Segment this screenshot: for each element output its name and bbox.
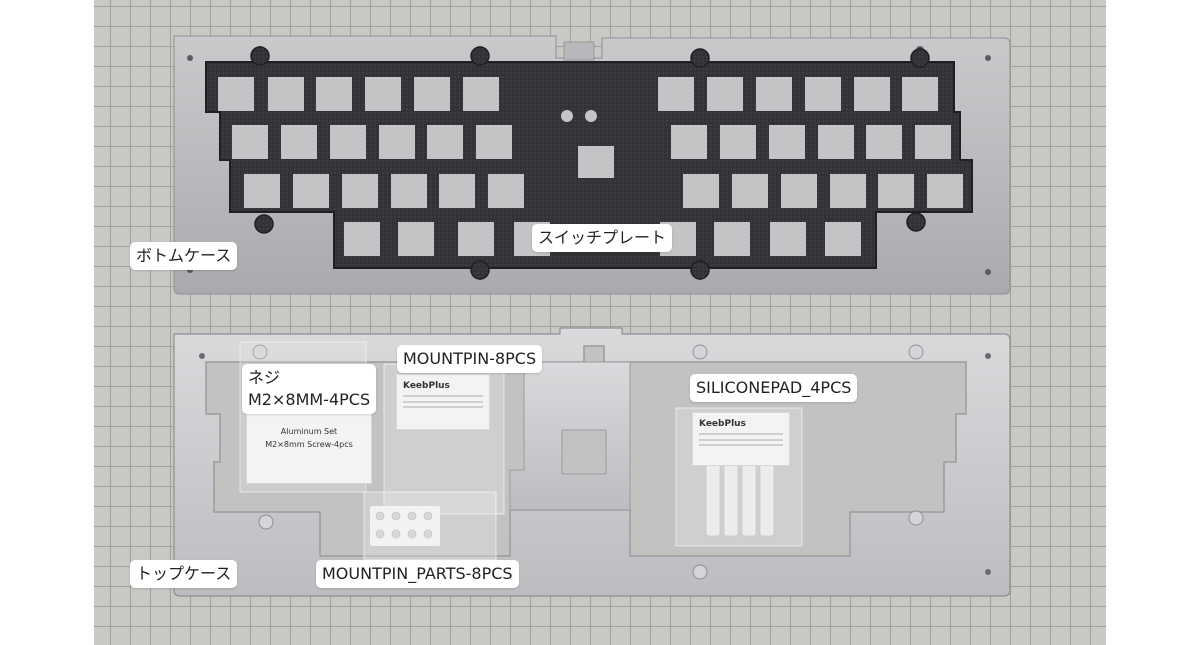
keyboard-parts-illustration bbox=[173, 35, 1011, 597]
switch-cutouts bbox=[218, 77, 963, 256]
label-mountpin-parts: MOUNTPIN_PARTS-8PCS bbox=[316, 560, 519, 588]
label-screw-line2: M2×8MM-4PCS bbox=[248, 390, 371, 409]
label-top-case: トップケース bbox=[130, 560, 238, 588]
label-siliconepad: SILICONEPAD_4PCS bbox=[690, 374, 858, 402]
product-photo: Aluminum Set M2×8mm Screw-4pcs KeebPlus … bbox=[94, 0, 1106, 645]
mountpin-brand: KeebPlus bbox=[403, 381, 450, 391]
screw-card-line1: Aluminum Set bbox=[280, 427, 338, 436]
silicone-package-card: KeebPlus bbox=[692, 412, 790, 466]
label-switch-plate: スイッチプレート bbox=[532, 224, 673, 252]
silicone-brand: KeebPlus bbox=[699, 419, 746, 429]
screw-card-line2: M2×8mm Screw-4pcs bbox=[265, 440, 353, 449]
mountpin-package-card: KeebPlus bbox=[396, 374, 490, 430]
label-bottom-case: ボトムケース bbox=[130, 242, 238, 270]
label-mountpin: MOUNTPIN-8PCS bbox=[397, 345, 543, 373]
label-screw: ネジ M2×8MM-4PCS bbox=[242, 364, 377, 414]
screw-package-card: Aluminum Set M2×8mm Screw-4pcs bbox=[246, 408, 372, 484]
switch-plate bbox=[205, 46, 973, 280]
label-screw-line1: ネジ bbox=[248, 368, 281, 387]
mountpin-parts-bag bbox=[363, 491, 497, 561]
